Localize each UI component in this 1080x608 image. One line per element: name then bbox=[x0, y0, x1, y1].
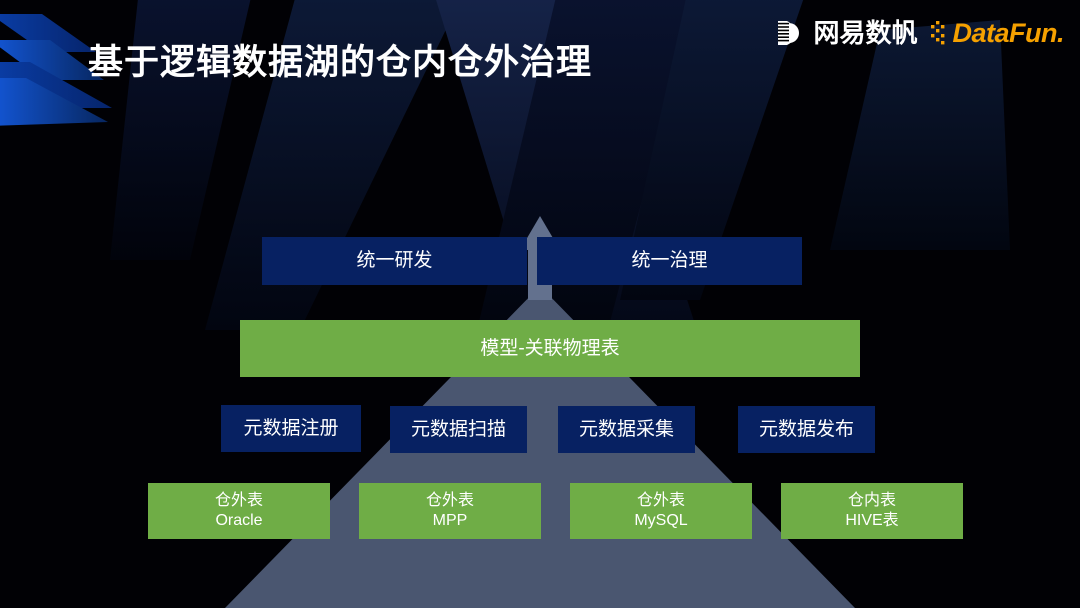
logo-group: 网易数帆 DataFun. bbox=[776, 19, 1064, 47]
node-source-oracle[interactable]: 仓外表 Oracle bbox=[148, 483, 330, 539]
node-label: 元数据发布 bbox=[758, 418, 854, 440]
node-metadata-publish[interactable]: 元数据发布 bbox=[738, 406, 875, 453]
node-label: 元数据注册 bbox=[243, 417, 339, 439]
node-label-line2: Oracle bbox=[215, 512, 263, 529]
node-label: 元数据扫描 bbox=[410, 418, 506, 440]
datafun-logo-text: DataFun. bbox=[952, 17, 1064, 48]
node-label-line2: MPP bbox=[432, 512, 468, 529]
node-model-physical-table[interactable]: 模型-关联物理表 bbox=[240, 320, 860, 377]
node-label-line1: 仓外表 bbox=[636, 492, 685, 510]
datafun-logo: DataFun. bbox=[931, 17, 1064, 48]
node-source-mpp[interactable]: 仓外表 MPP bbox=[359, 483, 541, 539]
node-label-line1: 仓内表 bbox=[847, 492, 896, 510]
node-label: 模型-关联物理表 bbox=[480, 337, 620, 359]
node-label-line1: 仓外表 bbox=[214, 492, 263, 510]
node-label-line1: 仓外表 bbox=[425, 492, 474, 510]
node-source-hive[interactable]: 仓内表 HIVE表 bbox=[781, 483, 963, 539]
node-label-line2: MySQL bbox=[634, 512, 688, 529]
node-label: 统一研发 bbox=[356, 250, 433, 272]
node-metadata-register[interactable]: 元数据注册 bbox=[221, 405, 361, 452]
node-unified-rnd[interactable]: 统一研发 bbox=[262, 237, 527, 285]
node-metadata-collect[interactable]: 元数据采集 bbox=[558, 406, 695, 453]
page-title: 基于逻辑数据湖的仓内仓外治理 bbox=[88, 43, 593, 82]
node-unified-governance[interactable]: 统一治理 bbox=[537, 237, 802, 285]
node-metadata-scan[interactable]: 元数据扫描 bbox=[390, 406, 527, 453]
node-source-mysql[interactable]: 仓外表 MySQL bbox=[570, 483, 752, 539]
striped-circle-icon bbox=[776, 19, 804, 47]
netease-logo: 网易数帆 bbox=[776, 19, 917, 47]
dot-matrix-icon bbox=[931, 21, 948, 45]
node-label: 元数据采集 bbox=[578, 418, 674, 440]
node-label-line2: HIVE表 bbox=[845, 512, 899, 529]
node-label: 统一治理 bbox=[631, 250, 708, 272]
netease-logo-text: 网易数帆 bbox=[813, 18, 918, 48]
